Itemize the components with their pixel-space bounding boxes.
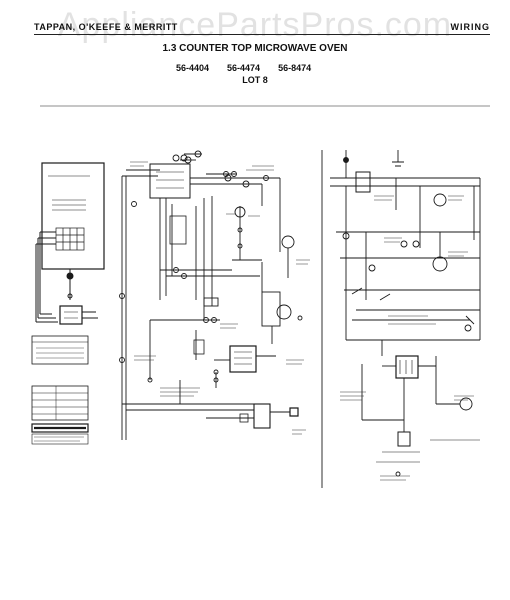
model-numbers: 56-4404 56-4474 56-8474 [176, 63, 311, 73]
model-number: 56-8474 [278, 63, 312, 73]
legend-table [31, 335, 89, 445]
section-header: WIRING [450, 22, 490, 32]
lot-label: LOT 8 [242, 75, 268, 85]
header-rule [34, 34, 490, 35]
model-number: 56-4474 [227, 63, 261, 73]
brand-header: TAPPAN, O'KEEFE & MERRITT [34, 22, 178, 32]
main-harness [119, 150, 303, 440]
control-panel-block [35, 162, 105, 325]
schematic-right [330, 150, 481, 477]
connector-nodes [131, 154, 269, 279]
annotation-marks [130, 161, 474, 481]
page-title: 1.3 COUNTER TOP MICROWAVE OVEN [162, 43, 348, 54]
model-number: 56-4404 [176, 63, 210, 73]
